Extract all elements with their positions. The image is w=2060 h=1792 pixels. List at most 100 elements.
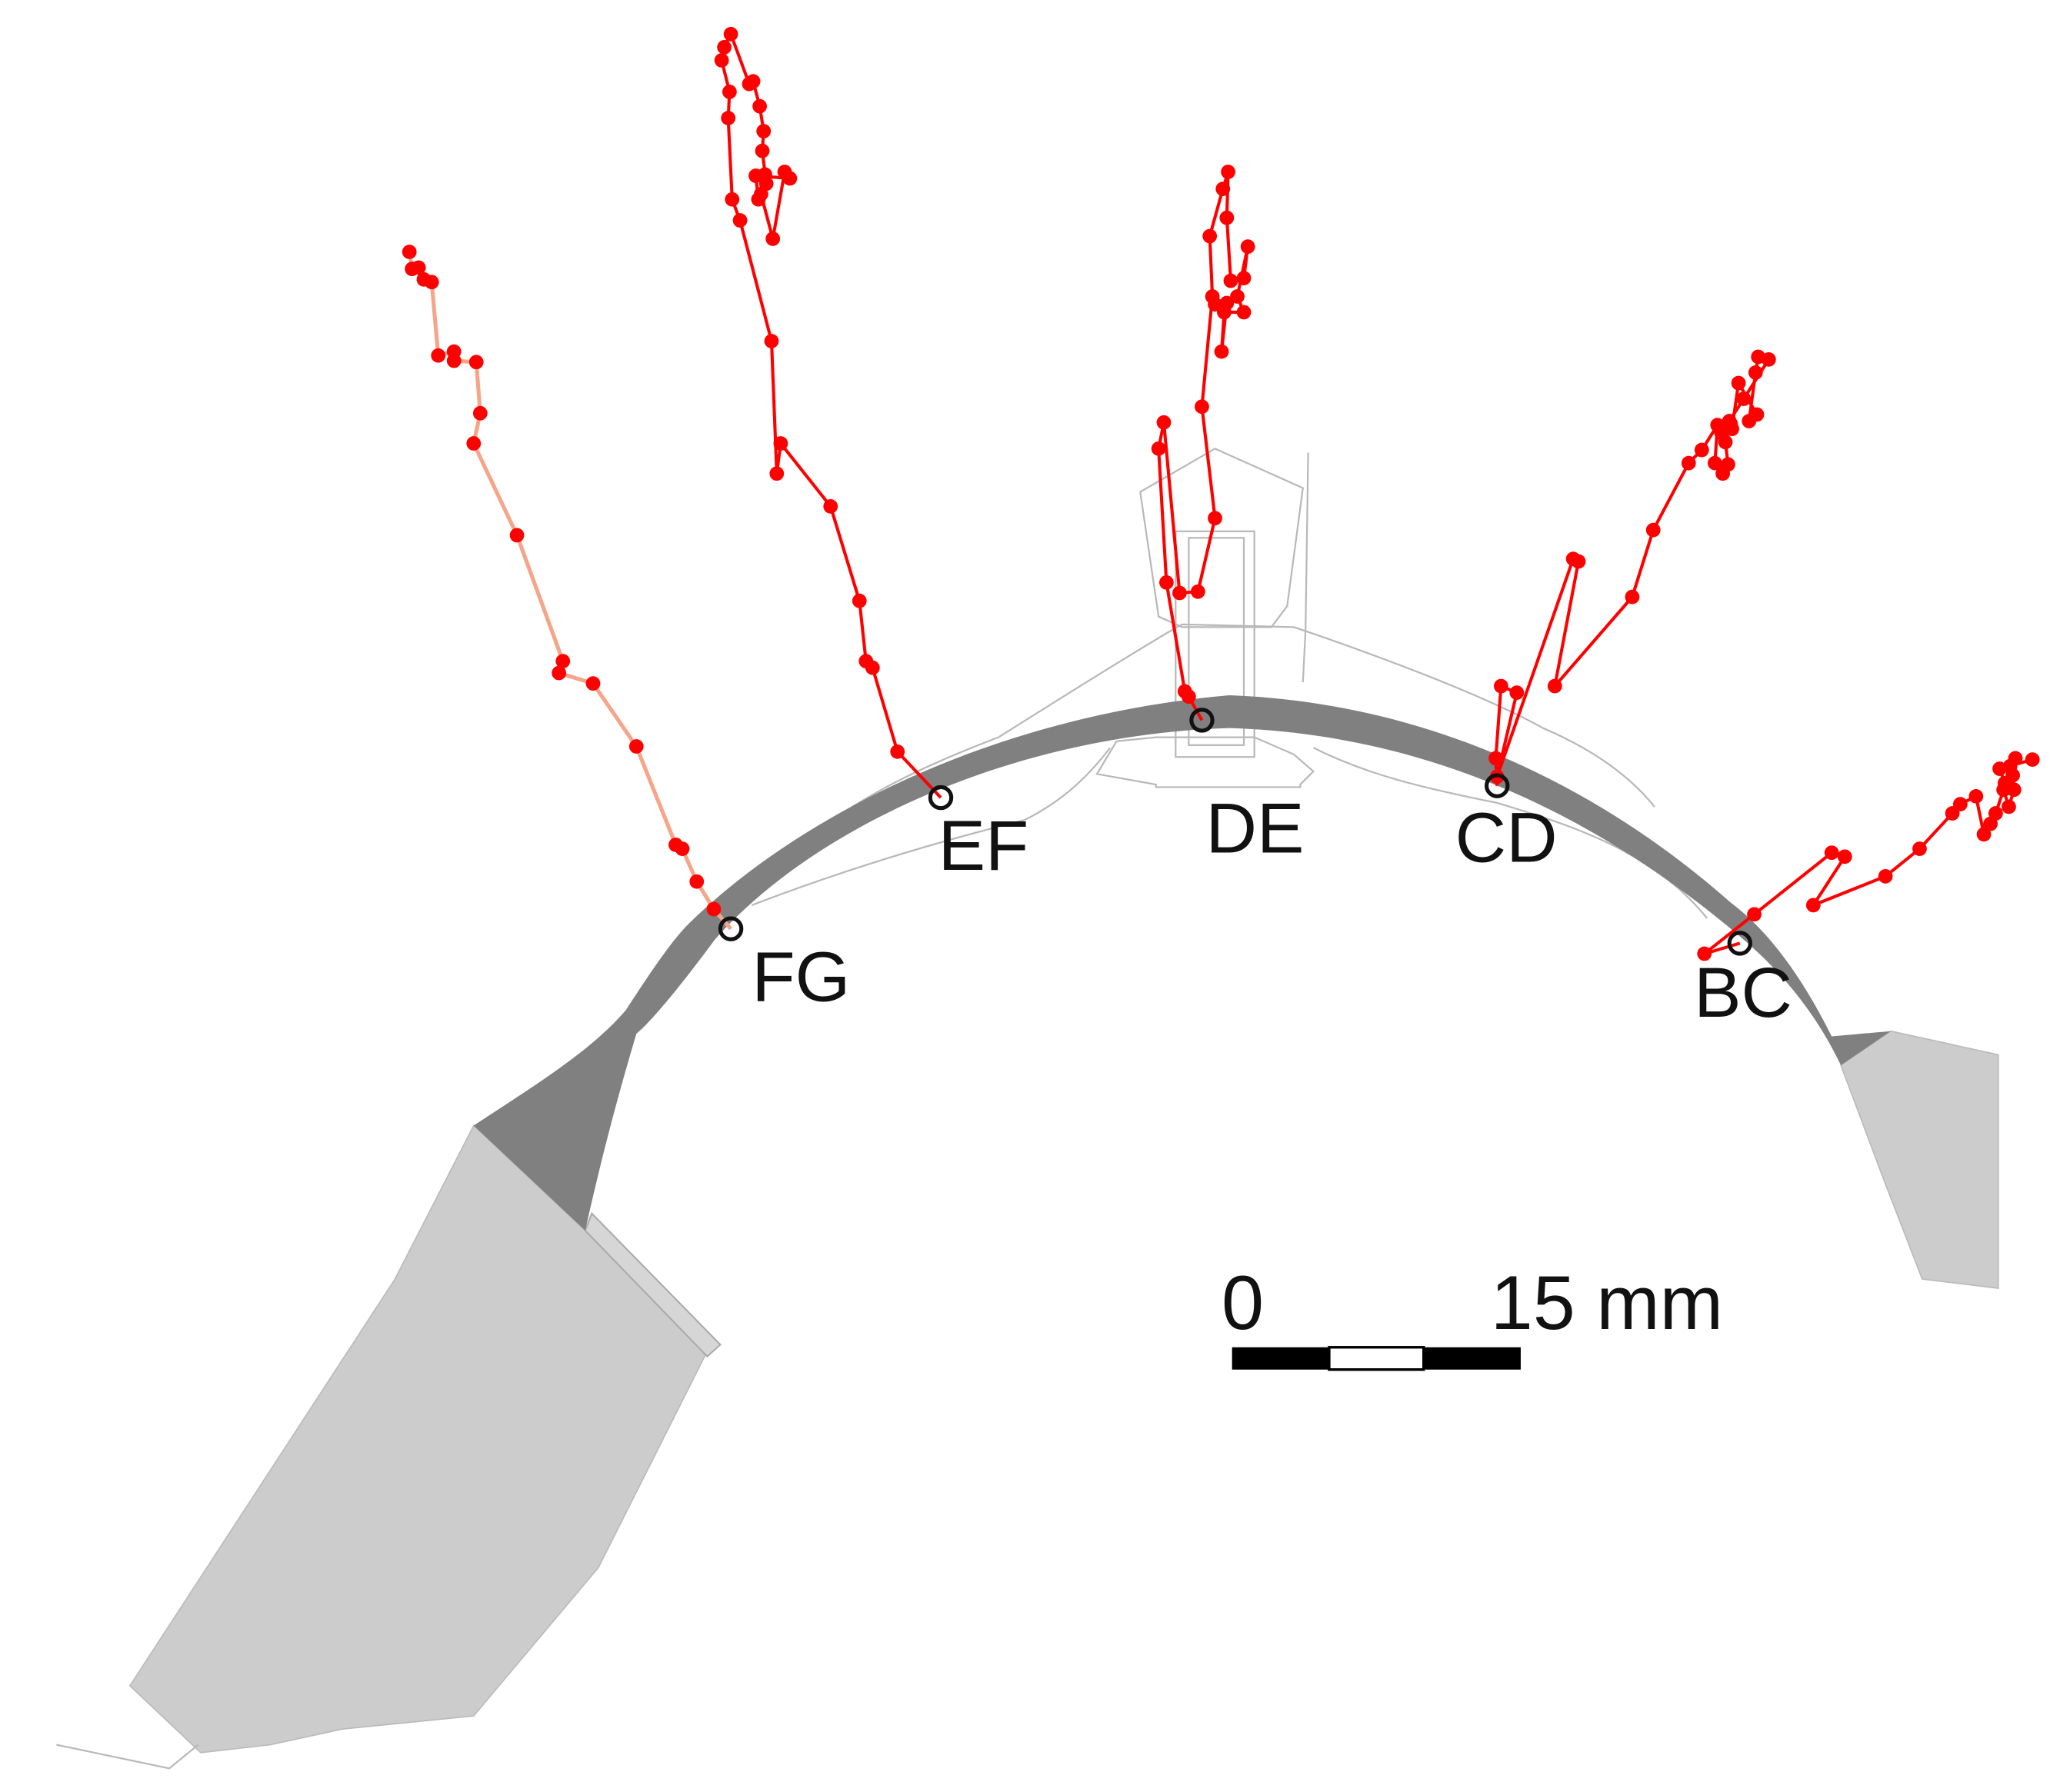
trajectory-bc (1697, 751, 2040, 961)
trajectory-ef-point (755, 143, 770, 158)
trajectory-de-point (1219, 210, 1235, 225)
scale-zero-label: 0 (1222, 1260, 1264, 1345)
trajectory-fg-point (402, 245, 417, 259)
marker-points (718, 708, 1752, 956)
trajectory-de-point (1172, 585, 1187, 601)
trajectory-bc-point (1878, 869, 1893, 884)
trajectory-bc-point (1747, 907, 1762, 922)
trajectory-cd-point (1681, 455, 1696, 471)
marker-circle-cd (1485, 773, 1510, 798)
trajectory-cd-point (1722, 414, 1737, 428)
marker-circle-de (1189, 708, 1215, 733)
trajectory-fg-point (706, 901, 722, 917)
trajectory-de-point (1151, 441, 1166, 456)
base-blocks (128, 1030, 1999, 1754)
trajectory-de-point (1219, 295, 1235, 311)
trajectory-ef-point (725, 192, 740, 207)
trajectory-cd-point (1694, 442, 1709, 458)
trajectory-fg-point (446, 344, 462, 359)
left-base-strip (584, 1211, 722, 1358)
trajectory-ef-point (752, 98, 768, 114)
arch (473, 695, 1891, 1231)
trajectory-de-point (1195, 399, 1209, 415)
trajectory-bc-point (1805, 898, 1821, 913)
outline-contours (56, 448, 1708, 1770)
marker-label-bc: BC (1694, 953, 1792, 1032)
trajectory-ef-point (782, 171, 798, 186)
connector-kite (1139, 448, 1304, 628)
trajectory-ef-point (722, 85, 737, 99)
trajectory-cd-point (1742, 414, 1757, 428)
trajectory-de-point (1208, 511, 1222, 526)
trajectory-fg-point (668, 838, 683, 852)
trajectory-cd-point (1488, 751, 1503, 766)
trajectory-de (1151, 165, 1255, 721)
trajectories (402, 26, 2040, 961)
marker-labels: FG EF DE CD BC (752, 789, 1792, 1032)
trajectory-fg-point (689, 874, 705, 889)
trajectory-bc-point (1837, 849, 1852, 864)
marker-circle-bc (1727, 931, 1752, 956)
trajectory-cd-point (1509, 685, 1525, 700)
trajectory-ef-point (890, 744, 905, 759)
trajectory-fg-point (472, 405, 488, 421)
trajectory-ef-point (758, 167, 772, 182)
connector-rect-inner (1188, 537, 1245, 746)
trajectory-de-point (1190, 584, 1205, 599)
trajectory-de-point (1223, 273, 1238, 288)
trajectory-fg-point (585, 676, 601, 691)
trajectory-fg-point (555, 654, 571, 669)
trajectory-cd-point (1707, 455, 1722, 471)
marker-label-fg: FG (752, 937, 850, 1016)
trajectory-ef-point (732, 213, 748, 228)
trajectory-bc-point (1968, 788, 1984, 804)
connector-vertical (1302, 452, 1309, 683)
trajectory-fg-point (552, 665, 567, 681)
trajectory-de-path (1157, 170, 1250, 721)
trajectory-ef-point (714, 53, 729, 68)
marker-circle-ef (928, 784, 954, 811)
trajectory-de-point (1236, 305, 1252, 320)
trajectory-de-point (1214, 344, 1229, 359)
trajectory-fg-point (466, 436, 482, 451)
trajectory-fg-point (509, 528, 525, 543)
trajectory-ef-point (769, 466, 785, 481)
trajectory-ef-point (756, 124, 772, 138)
marker-label-ef: EF (938, 806, 1029, 885)
trajectory-bc-point (2002, 799, 2016, 814)
marker-label-cd: CD (1455, 798, 1558, 878)
trajectory-ef-point (751, 192, 766, 207)
scale-segment-3 (1423, 1347, 1521, 1370)
marker-label-de: DE (1206, 789, 1305, 868)
left-base-block (128, 1124, 708, 1754)
trajectory-bc-point (2025, 752, 2040, 767)
trajectory-cd-point (1736, 391, 1752, 406)
trajectory-bc-point (1697, 946, 1712, 961)
trajectory-cd-point (1714, 425, 1729, 441)
trajectory-de-point (1215, 182, 1231, 197)
trajectory-cd-point (1748, 365, 1763, 380)
trajectory-bc-point (1997, 775, 2012, 791)
trajectory-fg-point (416, 271, 432, 287)
upper-contour (772, 623, 1655, 869)
trajectory-bc-point (1976, 827, 1992, 842)
trajectory-fg-point (628, 739, 644, 754)
trajectory-de-point (1230, 289, 1245, 304)
arch-body (473, 695, 1891, 1231)
trajectory-cd-point (1731, 375, 1746, 391)
scale-segment-1 (1232, 1347, 1329, 1370)
trajectory-ef-point (823, 499, 838, 514)
scale-segment-2 (1328, 1346, 1425, 1371)
trajectory-de-point (1156, 415, 1172, 430)
trajectory-cd-point (1493, 678, 1508, 694)
trajectory-fg-point (405, 261, 419, 277)
trajectory-de-point (1159, 575, 1174, 590)
trajectory-fg (402, 245, 733, 931)
trajectory-de-point (1240, 239, 1255, 255)
trajectory-ef (714, 26, 942, 799)
trajectory-cd-point (1547, 678, 1562, 694)
trajectory-cd-point (1625, 589, 1640, 605)
trajectory-cd-point (1761, 351, 1776, 367)
trajectory-bc-point (1912, 841, 1927, 856)
